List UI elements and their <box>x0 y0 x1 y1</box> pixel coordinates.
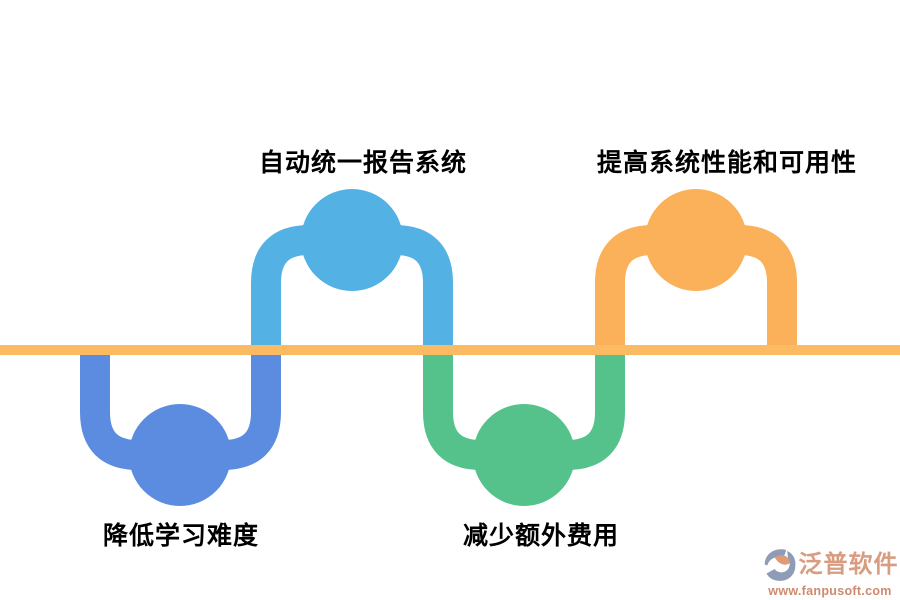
node-label-3: 减少额外费用 <box>462 522 620 550</box>
node-label-4: 提高系统性能和可用性 <box>596 149 858 177</box>
flow-node-circle-4 <box>645 189 747 291</box>
node-label-2: 自动统一报告系统 <box>258 149 468 177</box>
fanpusoft-watermark: 泛普软件 www.fanpusoft.com <box>761 546 899 598</box>
flow-node-circle-1 <box>129 404 231 506</box>
node-label-1: 降低学习难度 <box>102 522 260 550</box>
fanpu-logo-icon <box>764 549 795 581</box>
brand-name: 泛普软件 <box>798 550 899 578</box>
brand-url: www.fanpusoft.com <box>768 584 892 598</box>
flow-node-circle-3 <box>473 404 575 506</box>
flow-node-circle-2 <box>301 189 403 291</box>
